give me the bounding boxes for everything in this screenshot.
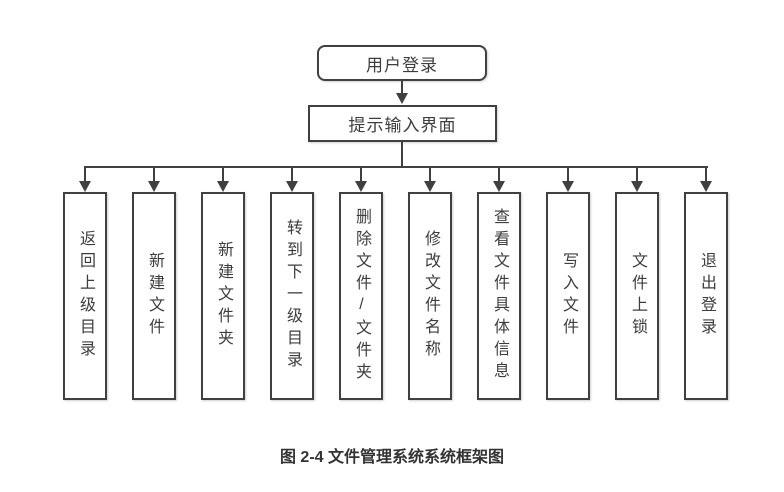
node-prompt-input-label: 提示输入界面: [348, 116, 457, 135]
figure-caption: 图 2-4 文件管理系统系统框架图: [279, 449, 505, 466]
node-view-file-details: 查看文件具体信息: [477, 192, 521, 400]
node-user-login: 用户登录: [317, 45, 487, 81]
branch-line-6: [429, 166, 431, 182]
branch-arrowhead-8: [562, 181, 574, 192]
node-prompt-input: 提示输入界面: [308, 105, 497, 142]
node-delete-file-folder-label: 删除文件/文件夹: [353, 207, 370, 385]
branch-arrowhead-10: [700, 181, 712, 192]
branch-arrowhead-5: [355, 181, 367, 192]
branch-arrowhead-3: [217, 181, 229, 192]
branch-line-3: [222, 166, 224, 182]
branch-arrowhead-7: [493, 181, 505, 192]
branch-line-7: [498, 166, 500, 182]
branch-line-5: [360, 166, 362, 182]
node-return-parent-directory: 返回上级目录: [63, 192, 107, 400]
branch-line-9: [636, 166, 638, 182]
branch-line-8: [567, 166, 569, 182]
node-new-file-label: 新建文件: [146, 252, 163, 340]
node-goto-subdirectory: 转到下一级目录: [270, 192, 314, 400]
node-rename-file-label: 修改文件名称: [422, 230, 439, 362]
branch-line-2: [153, 166, 155, 182]
node-view-file-details-label: 查看文件具体信息: [491, 208, 508, 384]
branch-line-1: [84, 166, 86, 182]
node-lock-file-label: 文件上锁: [629, 252, 646, 340]
arrowhead-top-to-second: [396, 93, 408, 104]
node-new-folder: 新建文件夹: [201, 192, 245, 400]
node-rename-file: 修改文件名称: [408, 192, 452, 400]
branch-line-4: [291, 166, 293, 182]
node-user-login-label: 用户登录: [366, 55, 438, 75]
branch-arrowhead-1: [79, 181, 91, 192]
node-goto-subdirectory-label: 转到下一级目录: [284, 219, 301, 373]
branch-arrowhead-9: [631, 181, 643, 192]
node-logout-label: 退出登录: [698, 252, 715, 340]
connector-top-to-second: [401, 81, 403, 95]
branch-arrowhead-6: [424, 181, 436, 192]
connector-bus: [84, 166, 708, 168]
node-write-file: 写入文件: [546, 192, 590, 400]
connector-trunk: [401, 142, 403, 168]
node-return-parent-directory-label: 返回上级目录: [77, 230, 94, 362]
branch-line-10: [705, 166, 707, 182]
node-lock-file: 文件上锁: [615, 192, 659, 400]
branch-arrowhead-2: [148, 181, 160, 192]
node-logout: 退出登录: [684, 192, 728, 400]
node-write-file-label: 写入文件: [560, 252, 577, 340]
branch-arrowhead-4: [286, 181, 298, 192]
node-new-file: 新建文件: [132, 192, 176, 400]
node-delete-file-folder: 删除文件/文件夹: [339, 192, 383, 400]
node-new-folder-label: 新建文件夹: [215, 241, 232, 351]
